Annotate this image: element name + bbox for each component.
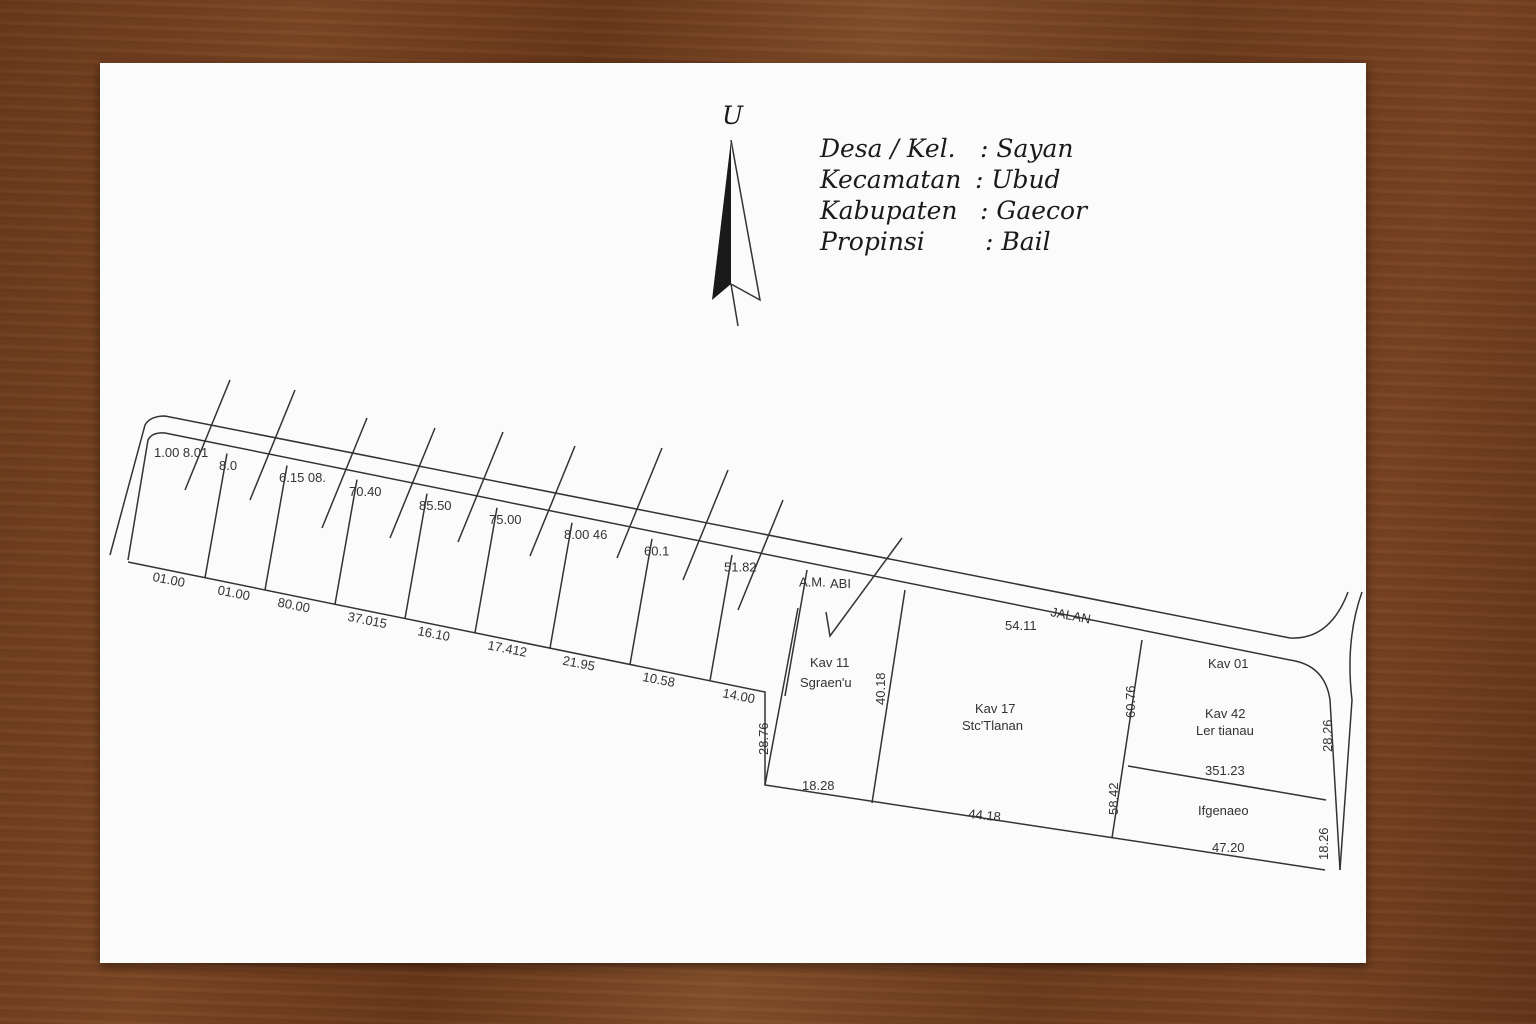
lot-divider bbox=[204, 453, 228, 578]
lot-a-bottom: 18.28 bbox=[802, 778, 835, 793]
lot-a-left: 28.76 bbox=[756, 722, 771, 755]
lot-a-name: Kav 11 bbox=[810, 655, 850, 670]
lot-c-bottom: 351.23 bbox=[1205, 763, 1245, 778]
lot-d-left: 58.42 bbox=[1106, 782, 1121, 815]
lot-divider bbox=[709, 554, 733, 681]
lot-top-label: 70.40 bbox=[349, 484, 382, 499]
lot-b-right: 60.76 bbox=[1123, 685, 1138, 718]
lot-leader-line bbox=[529, 445, 576, 557]
lot-bottom-label: 14.00 bbox=[721, 685, 756, 706]
lot-b-owner: Stc'Tlanan bbox=[962, 718, 1023, 733]
lot-top-label: 51.82 bbox=[724, 559, 757, 574]
info-value: : Bail bbox=[985, 227, 1051, 256]
lot-b-top: 54.11 bbox=[1005, 618, 1037, 633]
lot-leader-line bbox=[249, 389, 296, 501]
lot-d-right: 18.26 bbox=[1316, 827, 1331, 860]
lot-c-owner: Ler tianau bbox=[1196, 723, 1254, 738]
lot-a-owner: Sgraen'u bbox=[800, 675, 852, 690]
paper-sheet bbox=[100, 63, 1366, 963]
lot-leader-line bbox=[184, 379, 231, 491]
lot-top-label: 8.00 46 bbox=[564, 527, 607, 542]
lot-divider bbox=[334, 479, 358, 605]
lot-divider bbox=[629, 538, 653, 665]
lot-leader-line bbox=[737, 499, 784, 611]
info-value: : Gaecor bbox=[980, 196, 1089, 225]
north-arrow-label: U bbox=[722, 101, 744, 130]
info-label: Propinsi bbox=[819, 227, 925, 256]
lot-d-owner: Ifgenaeo bbox=[1198, 803, 1249, 818]
north-arrow-icon: U bbox=[712, 101, 762, 327]
lot-a-side: 40.18 bbox=[873, 672, 888, 705]
lot-leader-line bbox=[682, 469, 729, 581]
location-info: Desa / Kel. : Sayan Kecamatan : Ubud Kab… bbox=[819, 134, 1089, 256]
lot-a-top: ABI bbox=[830, 576, 851, 591]
lot-top-label: 75.00 bbox=[489, 512, 522, 527]
lot-divider bbox=[549, 522, 573, 649]
lot-bottom-label: 01.00 bbox=[151, 569, 186, 590]
lot-bottom-label: 37.015 bbox=[346, 609, 388, 631]
info-value: : Sayan bbox=[980, 134, 1074, 163]
lot-divider bbox=[264, 465, 288, 591]
lot-top-label: 60.1 bbox=[644, 543, 669, 558]
lot-divider bbox=[404, 493, 428, 619]
lot-bottom-label: 17.412 bbox=[486, 637, 528, 659]
lot-c-top: Kav 01 bbox=[1208, 656, 1248, 671]
lot-leader-line bbox=[389, 427, 436, 539]
lot-d-bottom: 47.20 bbox=[1212, 840, 1245, 855]
info-label: Desa / Kel. bbox=[819, 134, 956, 163]
lot-leader-line bbox=[457, 431, 504, 543]
info-label: Kabupaten bbox=[819, 196, 958, 225]
lot-top-label: 85.50 bbox=[419, 498, 452, 513]
lot-top-label: 8.0 bbox=[219, 458, 237, 473]
info-value: : Ubud bbox=[975, 165, 1061, 194]
road-label: JALAN bbox=[1049, 604, 1092, 626]
lot-b-bottom: 44.18 bbox=[968, 806, 1002, 824]
lot-bottom-label: 21.95 bbox=[561, 653, 596, 674]
lot-top-label: A.M. bbox=[799, 574, 826, 589]
lot-bottom-label: 16.10 bbox=[416, 623, 451, 644]
lot-top-label: 1.00 8.01 bbox=[154, 445, 208, 460]
lot-b-name: Kav 17 bbox=[975, 701, 1015, 716]
lot-top-label: 6.15 08. bbox=[279, 470, 326, 485]
lot-leader-line bbox=[616, 447, 663, 559]
info-label: Kecamatan bbox=[819, 165, 961, 194]
lot-c-name: Kav 42 bbox=[1205, 706, 1245, 721]
lot-divider bbox=[474, 507, 498, 633]
lot-bottom-label: 10.58 bbox=[641, 669, 676, 690]
lot-bottom-label: 01.00 bbox=[216, 582, 251, 603]
lot-bottom-label: 80.00 bbox=[276, 595, 311, 616]
lot-divider bbox=[784, 569, 808, 697]
large-lots: ABI Kav 11 Sgraen'u 40.18 18.28 28.76 54… bbox=[756, 537, 1335, 860]
lot-leader-line bbox=[321, 417, 368, 529]
lot-c-right: 28.26 bbox=[1320, 719, 1335, 752]
strip-lots: 1.00 8.01 8.0 6.15 08. 70.40 85.50 75.00 8.00 … bbox=[127, 379, 1326, 871]
